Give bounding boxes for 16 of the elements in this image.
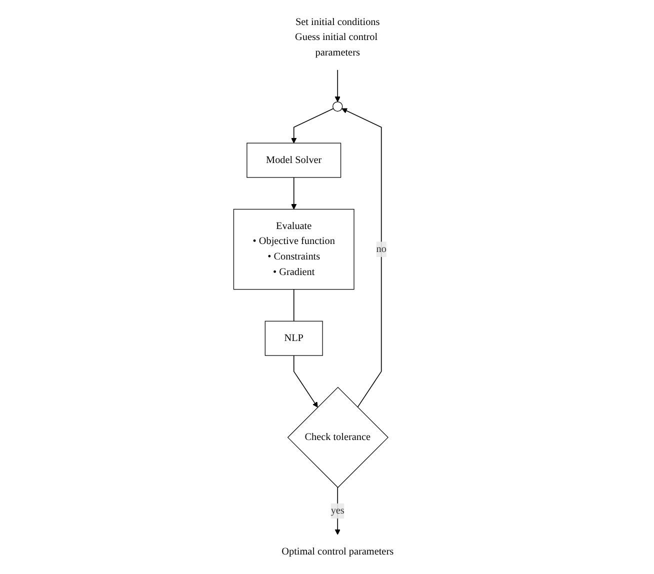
arrow — [293, 355, 318, 408]
connector — [293, 288, 294, 322]
arrow — [342, 108, 382, 408]
arrow — [291, 177, 297, 210]
node-box: Evaluate • Objective function • Constraints • Gradient — [233, 208, 354, 290]
node-text: Set initial conditions Guess initial control parameters — [295, 16, 380, 58]
node-circle — [332, 101, 343, 112]
node-text: Optimal control parameters — [282, 546, 394, 557]
arrow — [334, 487, 340, 535]
arrow — [291, 108, 334, 144]
node-diamond: Check tolerance — [287, 386, 388, 488]
arrow — [334, 70, 340, 102]
edge-label: no — [376, 244, 386, 254]
node-box: NLP — [264, 320, 323, 356]
node-box: Model Solver — [246, 142, 342, 178]
edge-label: yes — [330, 505, 344, 516]
